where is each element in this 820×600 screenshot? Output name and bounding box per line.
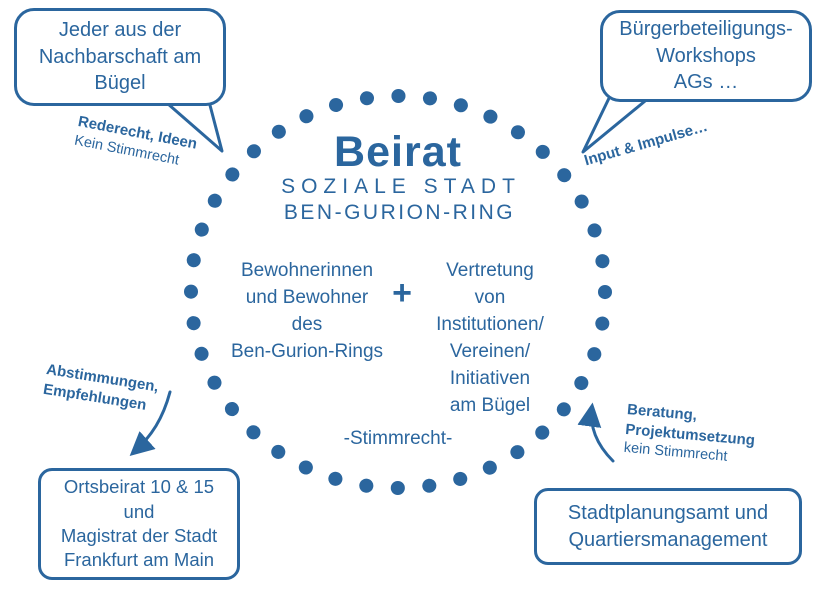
beirat-title: Beirat [334,128,462,176]
speech-bubble-workshops: Bürgerbeteiligungs- Workshops AGs … [600,10,812,102]
dotted-circle [184,89,612,495]
speech-bubble-workshops-text: Bürgerbeteiligungs- Workshops AGs … [619,18,793,94]
arrow-to-ortsbeirat [129,390,172,457]
beirat-subtitle-ben-gurion-ring: BEN-GURION-RING [283,201,516,224]
speech-bubble-neighborhood-text: Jeder aus der Nachbarschaft am Bügel [38,19,202,95]
label-beratung: Beratung, Projektumsetzung kein Stimmrec… [623,400,758,469]
beirat-subtitle-soziale-stadt: SOZIALE STADT [281,175,521,198]
institutions-group-text: Vertretung von Institutionen/ Vereinen/ … [436,260,544,416]
box-ortsbeirat-text: Ortsbeirat 10 & 15 und Magistrat der Sta… [60,476,218,571]
arrow-to-beirat [577,402,615,463]
box-stadtplanungsamt: Stadtplanungsamt und Quartiersmanagement [534,488,802,565]
residents-group-text: Bewohnerinnen und Bewohner des Ben-Gurio… [230,260,384,362]
box-ortsbeirat: Ortsbeirat 10 & 15 und Magistrat der Sta… [38,468,240,580]
stimmrecht-label: -Stimmrecht- [343,428,453,449]
box-stadtplanungsamt-text: Stadtplanungsamt und Quartiersmanagement [567,502,769,551]
plus-sign: + [392,274,412,312]
speech-bubble-neighborhood: Jeder aus der Nachbarschaft am Bügel [14,8,226,106]
